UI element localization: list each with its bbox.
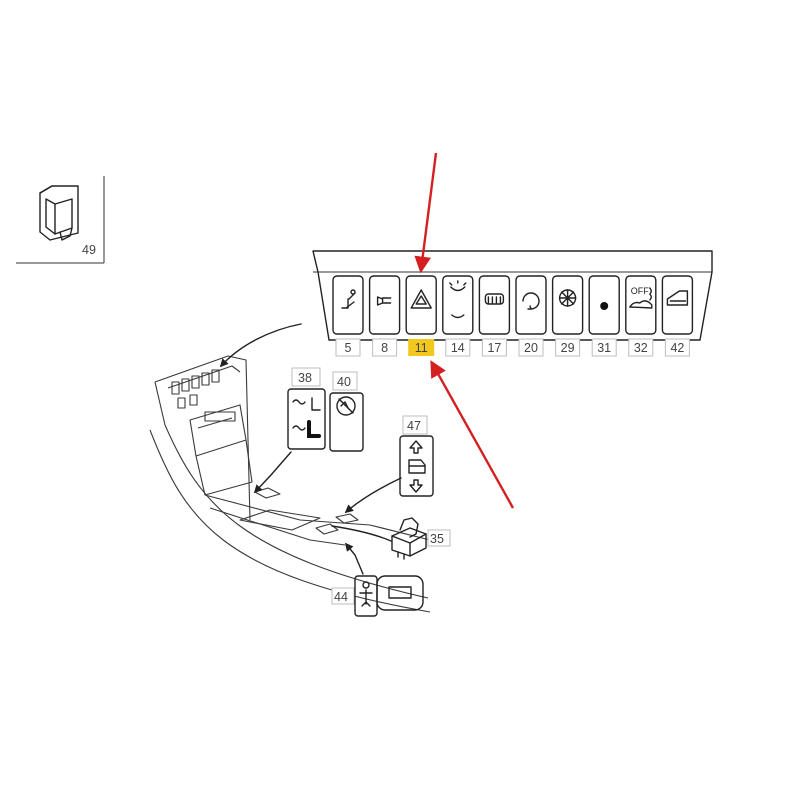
seat-heating-icon xyxy=(287,388,326,450)
switch-body xyxy=(551,275,584,335)
rear-defrost-icon xyxy=(484,293,505,305)
part-47: 47 xyxy=(399,415,434,497)
seat-adjust-icon xyxy=(341,289,356,309)
label-box xyxy=(555,338,581,357)
switch-label: 32 xyxy=(634,341,648,355)
part-35: 35 xyxy=(391,517,451,560)
switch-row: 5 8 11 14 17 20 29 31 OFF 32 42 xyxy=(332,275,694,357)
part-44-label: 44 xyxy=(334,590,348,604)
switch-block-icon xyxy=(391,517,427,560)
headlamp-icon xyxy=(376,296,392,306)
leader-44-to-console xyxy=(344,542,364,575)
switch-31: 31 xyxy=(588,275,620,357)
part-44: 44 xyxy=(331,575,424,617)
panel-outline xyxy=(312,250,713,341)
svg-text:OFF: OFF xyxy=(631,286,649,296)
part-47-label-box xyxy=(402,415,428,435)
fan-icon xyxy=(558,289,577,307)
switch-body xyxy=(405,275,437,335)
part-38: 38 xyxy=(287,367,326,450)
switch-body xyxy=(332,275,364,335)
switch-body xyxy=(368,275,401,335)
part-38-label: 38 xyxy=(298,371,312,385)
label-box xyxy=(481,338,507,357)
switch-label: 11 xyxy=(415,341,428,355)
part-47-label: 47 xyxy=(407,419,421,433)
switch-32: OFF 32 xyxy=(625,275,657,357)
airbag-off-icon xyxy=(329,392,364,452)
leader-47-to-console xyxy=(344,477,402,514)
switch-label: 14 xyxy=(451,341,465,355)
central-locking-icon xyxy=(666,290,689,306)
dot-icon xyxy=(600,302,609,310)
label-box xyxy=(591,338,617,357)
label-box xyxy=(664,338,690,357)
switch-11: 11 xyxy=(405,275,437,356)
switch-body xyxy=(625,275,657,335)
switch-label: 17 xyxy=(487,341,501,355)
part-38-label-box xyxy=(291,367,321,387)
part-40-label: 40 xyxy=(337,375,351,389)
switch-42: 42 xyxy=(661,275,694,357)
window-switch-icon xyxy=(399,435,434,497)
label-box xyxy=(372,338,398,357)
part-40: 40 xyxy=(329,371,364,452)
hazard-warning-icon xyxy=(410,289,432,309)
recirculation-icon xyxy=(522,292,540,310)
leader-35-to-console xyxy=(331,525,392,542)
switch-label: 29 xyxy=(561,341,575,355)
inset-49: 49 xyxy=(16,176,105,264)
part-35-label: 35 xyxy=(430,532,444,546)
switch-8: 8 xyxy=(368,275,401,357)
leader-panel-to-console xyxy=(219,323,302,368)
leader-38-to-console xyxy=(253,451,292,494)
red-arrow-bottom xyxy=(430,360,515,509)
label-box xyxy=(518,338,544,357)
center-console xyxy=(149,355,431,613)
switch-body xyxy=(442,275,474,335)
child-seat-icon xyxy=(354,575,424,617)
switch-14: 14 xyxy=(442,275,474,357)
switch-housing-icon xyxy=(39,185,79,241)
label-box xyxy=(445,338,471,357)
switch-body xyxy=(515,275,547,335)
console-vents xyxy=(171,369,236,422)
switch-5: 5 xyxy=(332,275,364,357)
switch-29: 29 xyxy=(551,275,584,357)
highlight-box xyxy=(408,339,435,356)
part-44-label-box xyxy=(331,587,355,605)
switch-17: 17 xyxy=(478,275,511,357)
switch-label: 42 xyxy=(670,341,684,355)
switch-body xyxy=(478,275,511,335)
label-box xyxy=(628,338,654,357)
part-40-label-box xyxy=(332,371,358,391)
switch-body xyxy=(661,275,694,335)
switch-label: 31 xyxy=(597,341,611,355)
inset-label: 49 xyxy=(82,243,96,257)
label-box xyxy=(335,338,361,357)
part-35-label-box xyxy=(427,529,451,547)
alarm-off-icon: OFF xyxy=(629,286,653,309)
switch-body xyxy=(588,275,620,335)
switch-20: 20 xyxy=(515,275,547,357)
switch-label: 8 xyxy=(381,341,388,355)
interior-light-icon xyxy=(449,280,467,319)
switch-panel: 5 8 11 14 17 20 29 31 OFF 32 42 xyxy=(312,250,713,357)
switch-label: 5 xyxy=(345,341,352,355)
red-arrow-top xyxy=(414,152,438,274)
switch-label: 20 xyxy=(524,341,538,355)
